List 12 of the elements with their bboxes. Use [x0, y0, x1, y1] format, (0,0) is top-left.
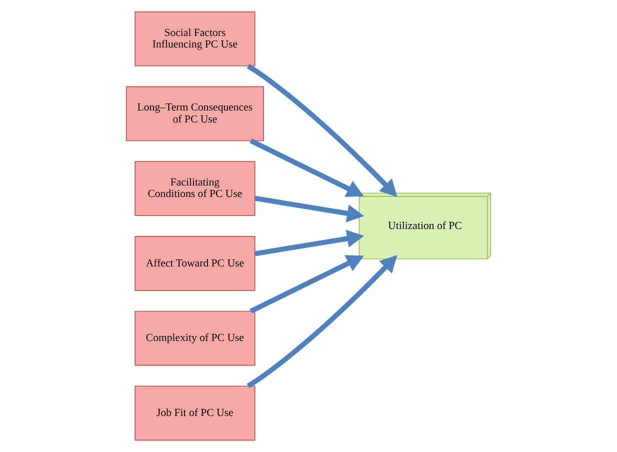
arrow	[250, 138, 364, 197]
node-box: Social Factors Influencing PC Use	[134, 11, 256, 66]
arrow	[254, 230, 364, 256]
node-box: Affect Toward PC Use	[134, 236, 256, 291]
node-box: Complexity of PC Use	[134, 310, 256, 366]
arrow	[246, 255, 398, 388]
arrow	[254, 196, 364, 222]
node-box: Long–Term Consequences of PC Use	[126, 86, 264, 142]
node-box: Job Fit of PC Use	[134, 386, 256, 441]
node-box: Facilitating Conditions of PC Use	[134, 161, 256, 216]
arrow	[246, 64, 398, 197]
arrow	[250, 255, 364, 314]
